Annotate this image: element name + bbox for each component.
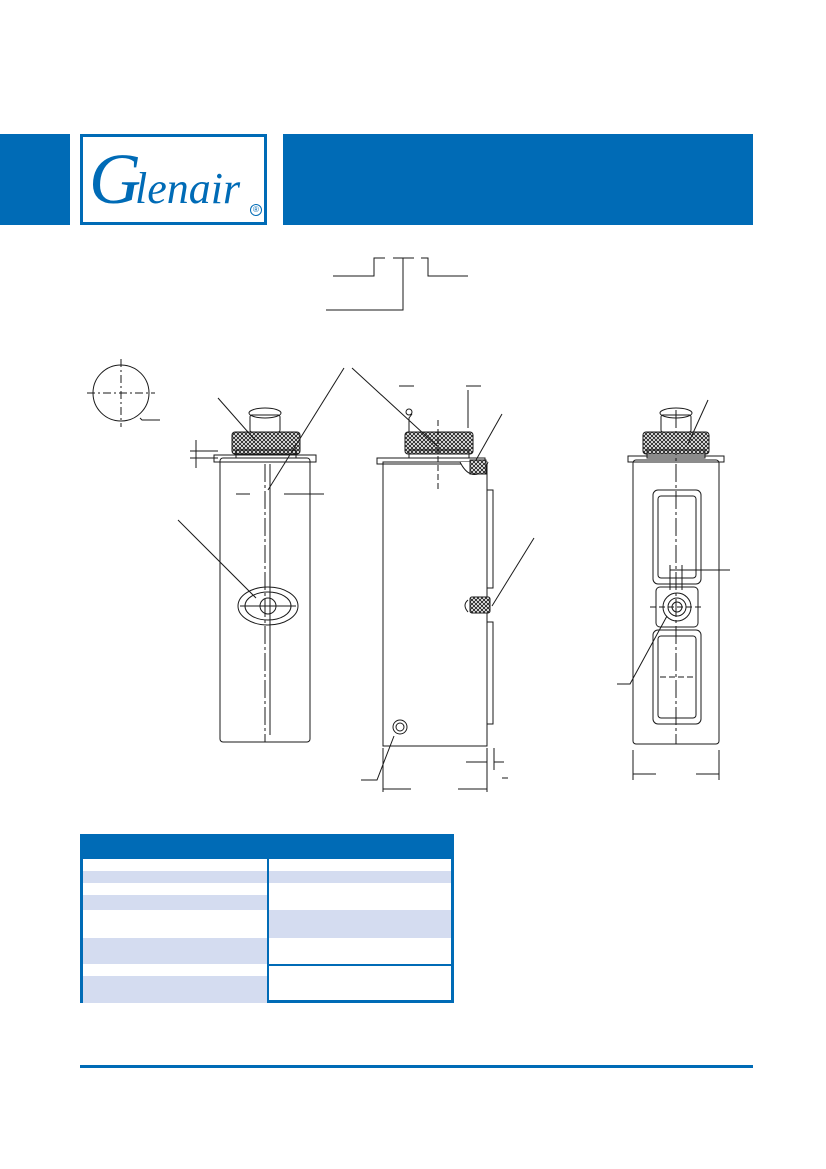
table-cell [83, 859, 269, 871]
table-row [83, 938, 451, 964]
table-cell [83, 964, 269, 976]
table-cell [83, 883, 269, 895]
table-cell [269, 859, 451, 871]
center-view [351, 367, 535, 792]
table-cell [269, 883, 451, 895]
logo-background: Glenair ® [83, 137, 264, 222]
table-header [83, 837, 451, 859]
table-cell [269, 938, 451, 964]
logo-rest: lenair [135, 164, 241, 213]
left-view [177, 367, 345, 743]
table-cell [269, 895, 451, 910]
table-row [83, 964, 451, 976]
glenair-logo: Glenair ® [80, 134, 267, 225]
footer-rule [80, 1065, 753, 1068]
specification-table [80, 834, 454, 1003]
table-row [83, 976, 451, 1003]
rotation-symbol [87, 359, 160, 427]
table-cell [269, 964, 451, 976]
table-row [83, 895, 451, 910]
table-row [83, 871, 451, 883]
table-row [83, 859, 451, 871]
table-cell [83, 871, 269, 883]
header-title-band [283, 134, 753, 225]
table-cell [83, 895, 269, 910]
table-cell [83, 910, 269, 938]
table-cell [269, 871, 451, 883]
table-cell [83, 976, 269, 1003]
table-cell [269, 976, 451, 1003]
part-number-callout [326, 257, 468, 311]
logo-wordmark: Glenair [89, 143, 240, 215]
table-row [83, 883, 451, 895]
table-cell [269, 910, 451, 938]
header-left-band [0, 134, 70, 225]
table-row [83, 910, 451, 938]
table-cell [83, 938, 269, 964]
logo-initial: G [89, 139, 141, 219]
right-view [617, 399, 730, 780]
registered-mark: ® [250, 204, 262, 216]
